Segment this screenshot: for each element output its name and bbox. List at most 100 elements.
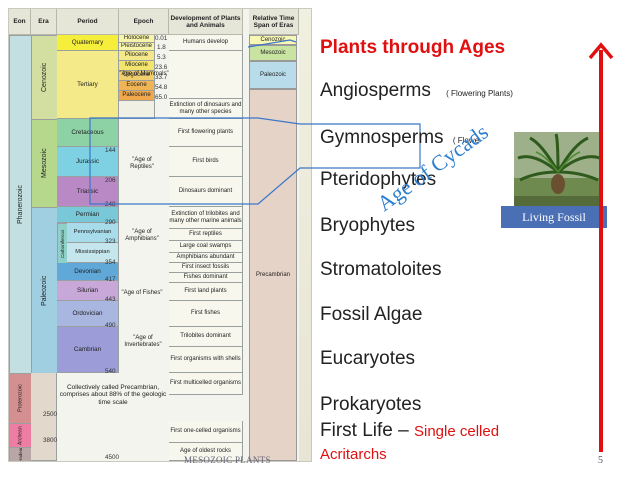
precambrian-note: Collectively called Precambrian, compris… — [59, 383, 167, 406]
period-cretaceous: Cretaceous — [57, 119, 119, 147]
item-angiosperms-note: ( Flowering Plants) — [446, 89, 513, 98]
cycad-photo — [514, 132, 602, 206]
num-540: 540 — [105, 368, 116, 375]
num-1-8: 1.8 — [157, 44, 166, 51]
item-bryophytes: Bryophytes — [320, 215, 416, 236]
table-edge — [299, 9, 311, 461]
period-tertiary: Tertiary — [57, 51, 119, 119]
relative-paleozoic: Paleozoic — [249, 61, 297, 89]
period-carboniferous: Carboniferous — [57, 223, 67, 263]
num-54-8: 54.8 — [155, 84, 168, 91]
item-stromatoloites: Stromatoloites — [320, 259, 442, 280]
event-first-birds: First birds — [169, 147, 243, 177]
num-33-7: 33.7 — [155, 74, 168, 81]
item-prokaryotes: Prokaryotes — [320, 394, 422, 415]
event-dinosaurs-dominant: Dinosaurs dominant — [169, 177, 243, 207]
period-cambrian: Cambrian — [57, 327, 119, 373]
footer-title: MESOZOIC PLANTS — [184, 455, 271, 465]
relative-cenozoic: Cenozoic — [249, 35, 297, 45]
epoch-blank — [119, 101, 155, 119]
num-23-6: 23.6 — [155, 64, 168, 71]
header-epoch: Epoch — [119, 9, 169, 35]
epoch-pleistocene: Pleistocene — [119, 43, 155, 51]
era-paleozoic: Paleozoic — [31, 207, 57, 373]
event-first-flowering: First flowering plants — [169, 119, 243, 147]
event-first-onecelled: First one-celled organisms — [169, 421, 243, 443]
epoch-pliocene: Pliocene — [119, 51, 155, 61]
event-extinction-dinosaurs: Extinction of dinosaurs and many other s… — [169, 99, 243, 119]
num-5-3: 5.3 — [157, 54, 166, 61]
event-oldest-rocks: Age of oldest rocks — [169, 443, 243, 461]
header-relative: Relative Time Span of Eras — [249, 9, 299, 35]
num-4500: 4500 — [105, 454, 120, 461]
event-first-multicelled: First multicelled organisms — [169, 373, 243, 395]
geologic-timescale-table: Eon Era Period Epoch Development of Plan… — [8, 8, 312, 462]
num-323: 323 — [105, 238, 116, 245]
epoch-holocene: Holocene — [119, 35, 155, 43]
item-pteridophytes: Pteridophytes — [320, 169, 437, 190]
item-fossil-algae: Fossil Algae — [320, 304, 423, 325]
event-first-land-plants: First land plants — [169, 283, 243, 301]
num-206: 206 — [105, 177, 116, 184]
event-trilobites-dominant: Trilobites dominant — [169, 327, 243, 347]
period-quaternary: Quaternary — [57, 35, 119, 51]
period-silurian: Silurian — [57, 281, 119, 301]
event-humans: Humans develop — [169, 35, 243, 51]
event-amphibians-abundant: Amphibians abundant — [169, 253, 243, 263]
era-mesozoic: Mesozoic — [31, 119, 57, 207]
age-of-cycads-overlay: Age of Cycads — [372, 119, 492, 216]
header-era: Era — [31, 9, 57, 35]
era-precambrian-blank — [31, 373, 57, 461]
header-development: Development of Plants and Animals — [169, 9, 243, 35]
eon-hadean: Hadean — [9, 447, 31, 461]
num-290: 290 — [105, 219, 116, 226]
period-ordovician: Ordovician — [57, 301, 119, 327]
age-of-reptiles: "Age of Reptiles" — [130, 157, 154, 170]
slide-title: Plants through Ages — [320, 37, 506, 58]
eon-proterozoic: Proterozoic — [9, 373, 31, 423]
num-65-0: 65.0 — [155, 94, 168, 101]
period-devonian: Devonian — [57, 263, 119, 281]
age-of-cycads-text: Age of Cycads — [372, 119, 492, 216]
eon-phanerozoic: Phanerozoic — [9, 35, 31, 373]
num-354: 354 — [105, 259, 116, 266]
item-first-life-text: First Life – — [320, 420, 409, 441]
item-gymnosperms-text: Gymnosperms — [320, 127, 444, 148]
header-period: Period — [57, 9, 119, 35]
eon-archean: Archean — [9, 423, 31, 447]
age-of-amphibians: "Age of Amphibians" — [125, 229, 159, 242]
event-extinction-trilobites: Extinction of trilobites and many other … — [169, 207, 243, 229]
period-mississippian: Mississippian — [67, 243, 119, 263]
item-angiosperms-text: Angiosperms — [320, 80, 431, 101]
item-acritarchs: Acritarchs — [320, 446, 387, 463]
item-first-life-note: Single celled — [413, 423, 500, 440]
event-first-shells: First organisms with shells — [169, 347, 243, 373]
age-of-invertebrates: "Age of Invertebrates" — [124, 335, 162, 348]
event-coal-swamps: Large coal swamps — [169, 241, 243, 253]
num-443: 443 — [105, 296, 116, 303]
living-fossil-label: Living Fossil — [501, 206, 607, 228]
num-144: 144 — [105, 147, 116, 154]
epoch-eocene: Eocene — [119, 81, 155, 91]
relative-precambrian: Precambrian — [249, 89, 297, 461]
event-fishes-dominant: Fishes dominant — [169, 273, 243, 283]
num-3800: 3800 — [43, 437, 58, 444]
item-angiosperms: Angiosperms ( Flowering Plants) — [320, 80, 513, 102]
epoch-oligocene: Oligocene — [119, 71, 155, 81]
age-of-fishes: "Age of Fishes" — [121, 289, 163, 296]
header-eon: Eon — [9, 9, 31, 35]
cycad-image — [514, 132, 602, 206]
relative-mesozoic: Mesozoic — [249, 45, 297, 61]
time-arrow-head — [588, 42, 614, 60]
item-eucaryotes: Eucaryotes — [320, 348, 416, 369]
era-cenozoic: Cenozoic — [31, 35, 57, 119]
event-first-reptiles: First reptiles — [169, 229, 243, 241]
num-0-01: 0.01 — [155, 35, 168, 42]
time-arrow — [588, 42, 614, 452]
period-permian: Permian — [57, 207, 119, 223]
num-248: 248 — [105, 201, 116, 208]
num-417: 417 — [105, 276, 116, 283]
event-first-insect: First insect fossils — [169, 263, 243, 273]
event-first-fishes: First fishes — [169, 301, 243, 327]
